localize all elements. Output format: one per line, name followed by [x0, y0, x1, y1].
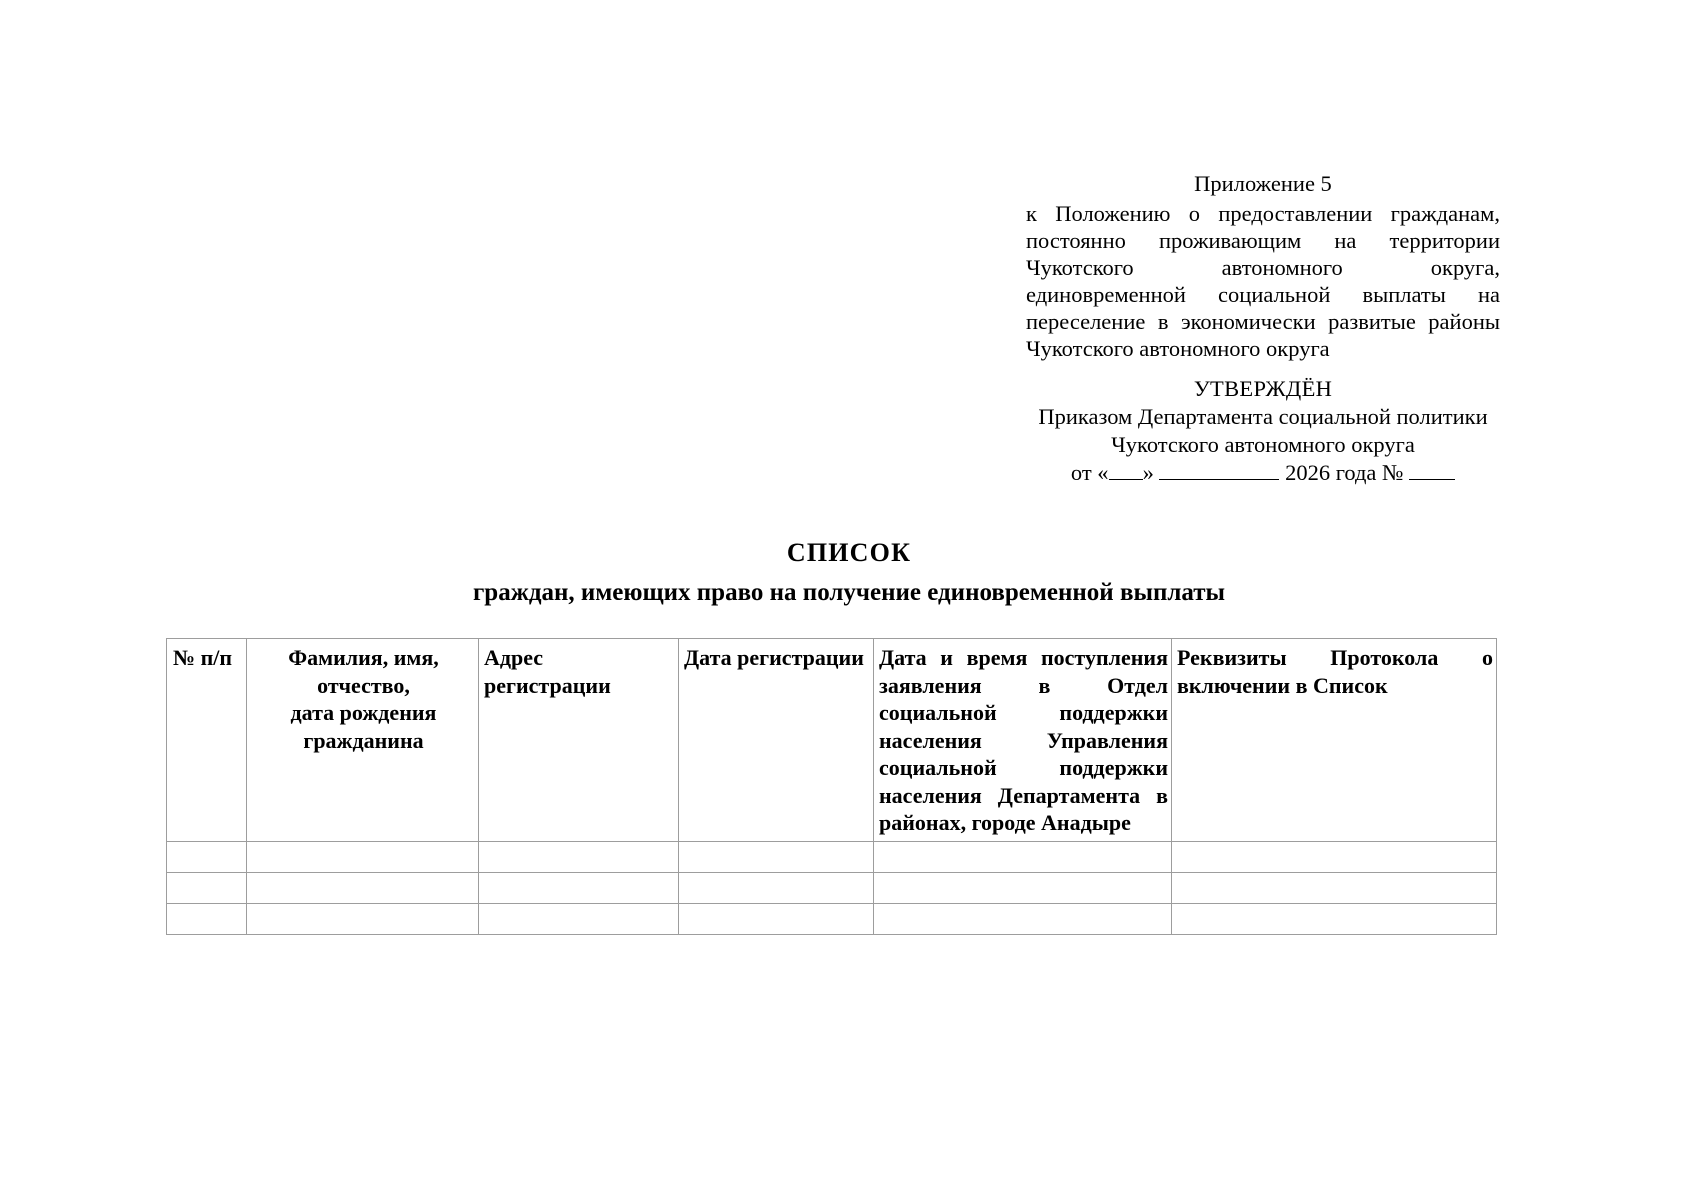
approval-order-line: Приказом Департамента социальной политик…	[1038, 404, 1488, 429]
column-header-registration-date: Дата регистрации	[678, 638, 874, 842]
column-header-fullname: Фамилия, имя, отчество, дата рождения гр…	[246, 638, 479, 842]
number-blank-field[interactable]	[1409, 479, 1456, 480]
fullname-line-2: отчество,	[317, 672, 410, 698]
column-header-protocol: Реквизиты Протокола о включении в Список	[1171, 638, 1497, 842]
month-blank-field[interactable]	[1159, 479, 1280, 480]
table-row[interactable]	[166, 840, 1497, 873]
column-header-submission: Дата и время поступления заявления в Отд…	[873, 638, 1172, 842]
submission-line-5: социальной поддержки	[879, 755, 1168, 780]
fullname-line-3: дата рождения	[290, 700, 437, 725]
submission-line-4: населения Управления	[879, 727, 1168, 753]
protocol-line-2: включении в Список	[1177, 672, 1388, 698]
submission-line-1: Дата и время поступления	[879, 645, 1168, 670]
approval-date-line: от « » 2026 года №	[1026, 459, 1500, 487]
cell-protocol[interactable]	[1171, 871, 1497, 904]
cell-number[interactable]	[166, 840, 247, 873]
submission-line-7: районах, городе Анадыре	[879, 810, 1131, 835]
table-header-row: № п/п Фамилия, имя, отчество, дата рожде…	[166, 638, 1497, 842]
regulation-reference: к Положению о предоставлении гражданам, …	[1026, 200, 1500, 362]
cell-submission[interactable]	[873, 840, 1172, 873]
date-prefix: от «	[1070, 460, 1109, 485]
cell-submission[interactable]	[873, 871, 1172, 904]
regulation-line-5: переселение в экономически развитые райо…	[1026, 309, 1500, 334]
table-row[interactable]	[166, 871, 1497, 904]
cell-fullname[interactable]	[246, 871, 479, 904]
cell-registration-date[interactable]	[678, 840, 874, 873]
regulation-line-2: постоянно проживающим на территории	[1026, 228, 1500, 253]
cell-registration-date[interactable]	[678, 902, 874, 935]
regulation-line-3: Чукотского автономного округа,	[1026, 255, 1500, 280]
table-header: № п/п Фамилия, имя, отчество, дата рожде…	[166, 638, 1497, 842]
document-title-block: СПИСОК граждан, имеющих право на получен…	[0, 536, 1698, 610]
cell-registration-date[interactable]	[678, 871, 874, 904]
citizens-list-table-wrap: № п/п Фамилия, имя, отчество, дата рожде…	[166, 638, 1497, 935]
cell-number[interactable]	[166, 902, 247, 935]
fullname-line-1: Фамилия, имя,	[288, 645, 439, 670]
submission-line-6: населения Департамента в	[879, 782, 1168, 808]
cell-number[interactable]	[166, 871, 247, 904]
cell-address[interactable]	[478, 840, 679, 873]
page-subtitle: граждан, имеющих право на получение един…	[472, 579, 1226, 606]
cell-address[interactable]	[478, 902, 679, 935]
fullname-line-4: гражданина	[303, 727, 424, 753]
regulation-line-4: единовременной социальной выплаты на	[1026, 282, 1500, 307]
submission-line-2: заявления в Отдел	[879, 672, 1168, 698]
cell-fullname[interactable]	[246, 902, 479, 935]
appendix-header-block: Приложение 5 к Положению о предоставлени…	[1026, 170, 1500, 362]
table-body	[166, 840, 1497, 935]
page-title: СПИСОК	[786, 538, 912, 567]
appendix-number: Приложение 5	[1194, 171, 1332, 196]
day-blank-field[interactable]	[1108, 479, 1143, 480]
table-row[interactable]	[166, 902, 1497, 935]
regulation-line-6: Чукотского автономного округа	[1026, 336, 1330, 361]
year-text: 2026 года №	[1285, 460, 1404, 485]
submission-line-3: социальной поддержки	[879, 700, 1168, 725]
address-line-1: Адрес	[484, 645, 544, 670]
cell-protocol[interactable]	[1171, 902, 1497, 935]
date-suffix: »	[1142, 460, 1154, 485]
cell-address[interactable]	[478, 871, 679, 904]
registration-date-line-1: Дата регистрации	[684, 645, 864, 670]
regulation-line-1: к Положению о предоставлении гражданам,	[1026, 201, 1500, 226]
cell-submission[interactable]	[873, 902, 1172, 935]
citizens-list-table: № п/п Фамилия, имя, отчество, дата рожде…	[166, 638, 1497, 935]
approval-okrug-line: Чукотского автономного округа	[1111, 432, 1415, 457]
column-header-number: № п/п	[166, 638, 247, 842]
cell-fullname[interactable]	[246, 840, 479, 873]
approval-block: УТВЕРЖДЁН Приказом Департамента социальн…	[1026, 374, 1500, 487]
protocol-line-1: Реквизиты Протокола о	[1177, 645, 1493, 670]
column-header-address: Адрес регистрации	[478, 638, 679, 842]
approval-title: УТВЕРЖДЁН	[1193, 376, 1333, 401]
address-line-2: регистрации	[484, 672, 611, 698]
cell-protocol[interactable]	[1171, 840, 1497, 873]
column-header-number-label: № п/п	[173, 645, 233, 670]
